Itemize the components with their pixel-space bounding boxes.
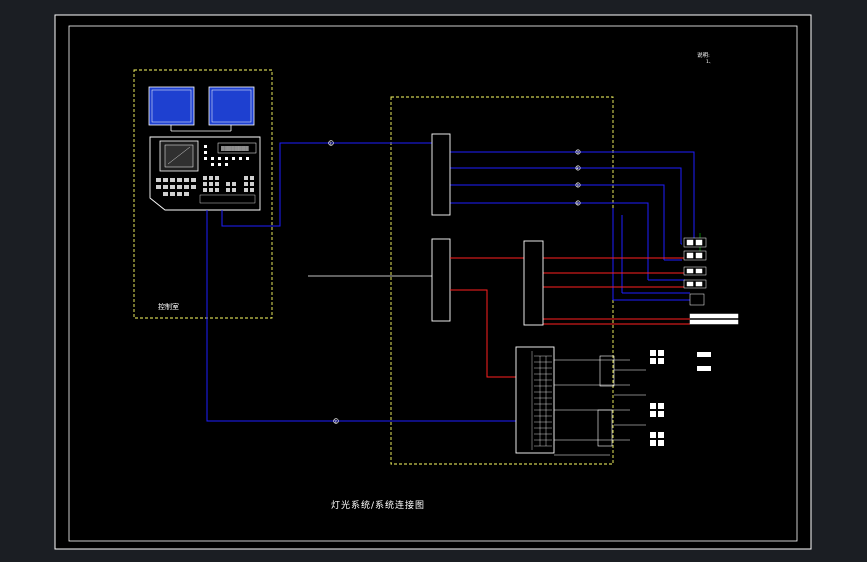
data-network-lines [206,142,695,422]
luminaire-legend [697,352,711,371]
dimmer-rack [431,238,451,322]
control-room-label: 控制室 [158,302,179,311]
monitor-right [208,86,255,131]
luminaire-group-3 [650,432,664,446]
network-distribution-box [431,133,451,216]
junction-box-2 [597,409,613,447]
marker-2: ② [333,418,339,425]
svg-text:▒▒▒▒▒▒▒▒: ▒▒▒▒▒▒▒▒ [221,145,249,152]
monitor-left [148,86,195,131]
marker-5: ⑤ [575,182,581,189]
marker-4: ④ [575,165,581,172]
svg-text:③: ③ [576,150,580,156]
luminaire-group-2 [650,403,664,417]
drawing-title: 灯光系统/系统连接图 [331,499,425,511]
notes-line-1: 1、 [706,59,713,65]
dimmer-cabinet [515,346,555,454]
equipment-column [683,237,739,325]
junction-box-1 [599,355,615,387]
luminaire-group-1 [650,350,664,364]
svg-text:⑤: ⑤ [576,183,580,189]
notes-title: 说明: [697,51,710,59]
secondary-dimmer-box [523,240,544,326]
marker-3: ③ [575,149,581,156]
power-lines [450,257,692,378]
marker-1: ① [328,140,334,147]
marker-6: ⑥ [575,200,581,207]
svg-text:⑥: ⑥ [576,201,580,207]
svg-text:②: ② [334,419,338,425]
lighting-console: ▒▒▒▒▒▒▒▒ [149,136,261,211]
svg-text:④: ④ [576,166,580,172]
control-room-boundary [133,69,273,319]
inner-frame [68,25,798,542]
svg-text:①: ① [329,141,333,147]
circuit-lines [554,359,646,456]
